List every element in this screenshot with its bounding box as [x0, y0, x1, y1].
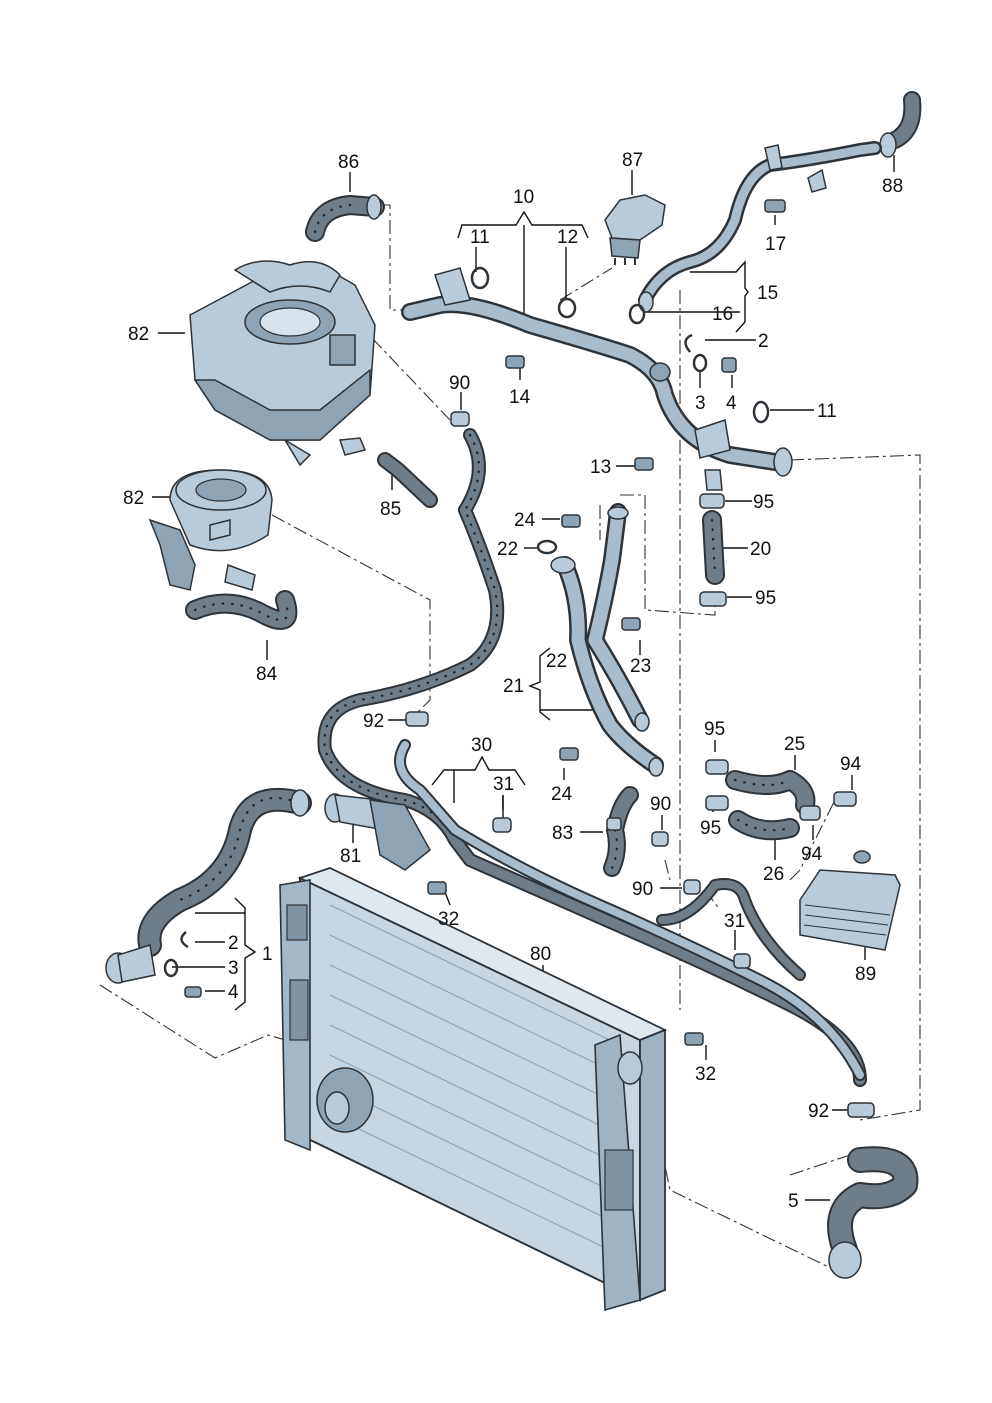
coolant-pipe-part-10 — [401, 267, 793, 491]
callout-2-left: 2 — [228, 933, 239, 954]
hose-part-20 — [699, 493, 727, 607]
fasteners — [163, 199, 806, 1046]
callout-94-lower: 94 — [801, 844, 823, 865]
callout-23: 23 — [630, 656, 651, 677]
callout-32-left: 32 — [438, 909, 459, 930]
flange-part-81 — [324, 793, 431, 871]
callout-95-right: 95 — [704, 719, 725, 740]
callout-22-small: 22 — [497, 539, 518, 560]
clip-94-right — [833, 791, 857, 807]
clip-92-bottom — [847, 1102, 875, 1118]
leader-lines — [152, 155, 895, 1201]
clip-95-top — [699, 493, 725, 509]
callout-26: 26 — [763, 864, 784, 885]
radiator-part-80 — [279, 867, 668, 1312]
callout-82-top: 82 — [128, 324, 149, 345]
flange-part-87 — [604, 194, 666, 265]
clip-95-mid — [699, 591, 727, 607]
callout-92-left: 92 — [363, 711, 384, 732]
callout-4-left: 4 — [228, 982, 239, 1003]
callout-90-mid: 90 — [650, 794, 671, 815]
callout-87: 87 — [622, 150, 643, 171]
callout-89: 89 — [855, 964, 876, 985]
callout-12: 12 — [557, 227, 578, 248]
callout-22: 22 — [546, 651, 567, 672]
callout-13: 13 — [590, 457, 611, 478]
callout-3-left: 3 — [228, 958, 239, 979]
callout-31-right: 31 — [724, 911, 745, 932]
hose-part-5 — [827, 1102, 919, 1279]
callout-20: 20 — [750, 539, 771, 560]
callout-80: 80 — [530, 944, 551, 965]
clip-95-right — [705, 759, 729, 775]
callout-11-top: 11 — [470, 227, 490, 248]
callout-83: 83 — [552, 823, 573, 844]
hose-part-86 — [305, 194, 385, 242]
callout-88: 88 — [882, 176, 903, 197]
callout-3-right: 3 — [695, 393, 706, 414]
callout-30: 30 — [471, 735, 492, 756]
callout-24-bottom: 24 — [551, 784, 573, 805]
callout-25: 25 — [784, 734, 805, 755]
oil-cooler-part-89 — [799, 850, 901, 951]
callout-95-top: 95 — [753, 492, 774, 513]
callout-4-right: 4 — [726, 393, 737, 414]
callout-95-bottom: 95 — [700, 818, 721, 839]
callout-1: 1 — [262, 944, 273, 965]
hose-part-83 — [603, 786, 639, 877]
callout-31-left: 31 — [493, 774, 514, 795]
expansion-tank-part-82-lower — [148, 469, 273, 591]
callout-5: 5 — [788, 1191, 799, 1212]
callout-15: 15 — [757, 283, 778, 304]
hose-part-25 — [705, 759, 816, 815]
pipe-part-15 — [638, 141, 882, 313]
callout-84: 84 — [256, 664, 278, 685]
callout-81: 81 — [340, 846, 361, 867]
return-line — [394, 739, 866, 1081]
callout-10: 10 — [513, 187, 534, 208]
callout-32-right: 32 — [695, 1064, 716, 1085]
expansion-tank-part-82-upper — [189, 260, 376, 467]
callout-94-right: 94 — [840, 754, 862, 775]
clip-95-bottom — [705, 795, 729, 811]
callout-2-right: 2 — [758, 331, 769, 352]
callout-92-bottom: 92 — [808, 1101, 829, 1122]
pipe-part-21 — [550, 503, 664, 777]
callout-17: 17 — [765, 234, 786, 255]
callout-90-bottom: 90 — [632, 879, 653, 900]
callout-86: 86 — [338, 152, 359, 173]
callout-14: 14 — [509, 387, 531, 408]
callout-85: 85 — [380, 499, 401, 520]
callout-11-right: 11 — [817, 401, 837, 422]
callout-21: 21 — [503, 676, 524, 697]
clip-94-lower — [799, 805, 821, 821]
callout-16: 16 — [712, 304, 733, 325]
hose-part-26 — [705, 791, 857, 841]
hose-part-84 — [185, 590, 298, 630]
breather-hose — [317, 428, 867, 1087]
hose-part-88 — [879, 91, 922, 158]
hose-part-1 — [105, 787, 312, 984]
callout-95-mid: 95 — [755, 588, 776, 609]
callout-24-top: 24 — [514, 510, 536, 531]
callout-82-bottom: 82 — [123, 488, 144, 509]
callout-90-top: 90 — [449, 373, 470, 394]
callout-labels: 86 87 88 10 11 12 17 15 16 82 2 90 14 3 … — [123, 150, 903, 1212]
